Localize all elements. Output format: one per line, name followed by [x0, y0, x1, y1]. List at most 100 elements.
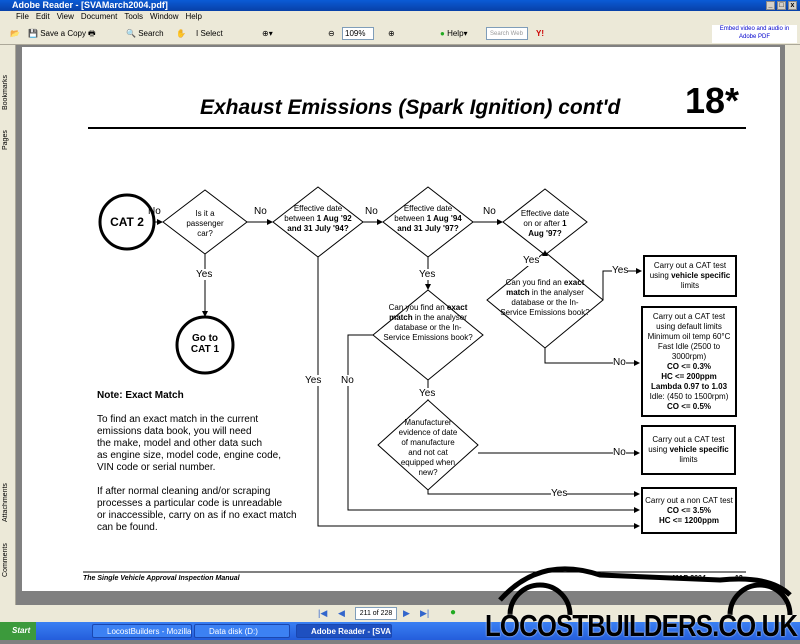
zoom-in-icon[interactable]: ⊕▾	[262, 29, 273, 38]
box-text: Carry out a CAT test using	[649, 261, 727, 280]
note-line: can be found.	[97, 522, 158, 533]
first-page-icon[interactable]: |◀	[318, 608, 328, 618]
box-text: Idle: (450 to 1500rpm)	[649, 391, 729, 401]
section-number: 18*	[685, 80, 740, 121]
box-bold: HC <= 200ppm	[661, 371, 717, 381]
box-text: limits	[680, 281, 700, 290]
no-label: No	[254, 206, 267, 217]
select-tool-button[interactable]: I Select	[196, 29, 223, 38]
start-button[interactable]: Start	[0, 622, 36, 640]
task-data-disk[interactable]: Data disk (D:)	[194, 624, 290, 638]
maximize-button[interactable]: □	[777, 1, 786, 10]
task-adobe-reader[interactable]: Adobe Reader - [SVA...	[296, 624, 392, 638]
exact-match-question-2: Can you find an exact match in the analy…	[383, 303, 473, 343]
toolbar: 📂 💾 Save a Copy 🖶 🔍 Search ✋ I Select ⊕▾…	[0, 23, 800, 45]
zoom-field[interactable]: 109%	[342, 27, 374, 40]
box-bold: CO <= 0.3%	[666, 361, 712, 371]
q-text: Effective date between	[284, 204, 343, 223]
q-text: in the analyser database or the In-Servi…	[500, 288, 590, 317]
minimize-button[interactable]: _	[766, 1, 775, 10]
yes-label: Yes	[612, 265, 629, 276]
yes-label: Yes	[419, 388, 436, 399]
footer-manual-title: The Single Vehicle Approval Inspection M…	[83, 575, 240, 582]
zoom-plus-icon[interactable]: ⊕	[388, 29, 395, 38]
note-line: or inaccessible, carry on as if no exact…	[97, 510, 297, 521]
status-bar: |◀ ◀ 211 of 228 ▶ ▶| ●	[0, 605, 800, 622]
last-page-icon[interactable]: ▶|	[420, 608, 430, 618]
date-97-question: Effective date on or after 1 Aug '97?	[517, 209, 573, 239]
box-bold: vehicle specific	[671, 271, 731, 280]
date-92-94-question: Effective date between 1 Aug '92 and 31 …	[283, 204, 353, 234]
open-icon[interactable]: 📂	[10, 29, 20, 38]
no-label: No	[148, 206, 161, 217]
help-icon: ●	[440, 29, 445, 38]
task-firefox[interactable]: LocostBuilders - Mozilla Fi...	[92, 624, 192, 638]
note-paragraph-2: If after normal cleaning and/or scraping…	[97, 486, 297, 534]
menu-help[interactable]: Help	[185, 12, 202, 21]
note-line: the make, model and other data such	[97, 438, 263, 449]
menu-view[interactable]: View	[56, 12, 74, 21]
no-label: No	[365, 206, 378, 217]
box-bold: Lambda 0.97 to 1.03	[650, 381, 728, 391]
next-page-icon[interactable]: ▶	[403, 608, 410, 618]
box-bold: CO <= 0.5%	[666, 401, 712, 411]
menu-document[interactable]: Document	[80, 12, 118, 21]
q-text: Can you find an	[388, 303, 445, 312]
cat2-label: CAT 2	[110, 215, 144, 229]
go-back-icon[interactable]: ●	[450, 607, 457, 618]
box-text: Carry out a CAT test using default limit…	[647, 311, 731, 361]
q-bold: 1 Aug '97?	[528, 219, 567, 238]
zoom-out-icon[interactable]: ⊖	[328, 29, 335, 38]
prev-page-icon[interactable]: ◀	[338, 608, 345, 618]
menu-tools[interactable]: Tools	[124, 12, 144, 21]
help-button[interactable]: ● Help▾	[440, 29, 468, 38]
note-line: VIN code or serial number.	[97, 462, 216, 473]
specific-limits-box-2: Carry out a CAT test using vehicle speci…	[641, 425, 736, 475]
yes-label: Yes	[551, 488, 568, 499]
search-label: Search	[138, 29, 164, 38]
print-icon[interactable]: 🖶	[88, 29, 96, 38]
save-copy-button[interactable]: 💾 Save a Copy	[28, 29, 86, 38]
date-94-97-question: Effective date between 1 Aug '94 and 31 …	[393, 204, 463, 234]
vertical-scrollbar[interactable]	[785, 45, 800, 605]
promo-banner[interactable]: Embed video and audio in Adobe PDF	[712, 25, 797, 43]
search-web-input[interactable]: Search Web	[486, 27, 528, 40]
diamond-97	[502, 188, 588, 256]
note-line: To find an exact match in the current	[97, 414, 259, 425]
no-label: No	[613, 447, 626, 458]
menu-edit[interactable]: Edit	[35, 12, 50, 21]
select-label: Select	[200, 29, 223, 38]
no-label: No	[341, 375, 354, 386]
navigation-panel: Bookmarks Pages Attachments Comments	[0, 45, 16, 605]
diamond-match-2	[372, 289, 484, 381]
help-label: Help	[447, 29, 464, 38]
menu-file[interactable]: File	[16, 12, 29, 21]
exact-match-question-1: Can you find an exact match in the analy…	[500, 278, 590, 318]
q-text: in the analyser database or the In-Servi…	[383, 313, 473, 342]
hand-tool-icon[interactable]: ✋	[176, 29, 186, 38]
menu-window[interactable]: Window	[150, 12, 179, 21]
manufacturer-question: Manufacturer evidence of date of manufac…	[398, 418, 458, 477]
page-title: Exhaust Emissions (Spark Ignition) cont'…	[200, 96, 621, 119]
watermark-logo: LOCOSTBUILDERS.CO.UK	[485, 608, 798, 643]
yahoo-icon[interactable]: Y!	[536, 29, 544, 38]
note-line: If after normal cleaning and/or scraping	[97, 486, 271, 497]
search-button[interactable]: 🔍 Search	[126, 29, 164, 38]
page-number-field[interactable]: 211 of 228	[355, 607, 397, 620]
q-text: Can you find an	[505, 278, 562, 287]
window-title: Adobe Reader - [SVAMarch2004.pdf]	[12, 0, 168, 10]
title-bar: Adobe Reader - [SVAMarch2004.pdf] _ □ x	[0, 0, 800, 11]
yes-label: Yes	[196, 269, 213, 280]
pdf-page	[22, 47, 780, 591]
note-title: Note: Exact Match	[97, 390, 184, 401]
q-text: Effective date between	[394, 204, 453, 223]
no-label: No	[613, 357, 626, 368]
box-bold: CO <= 3.5%	[666, 505, 712, 515]
q-text: Effective date on or after	[520, 209, 570, 228]
box-bold: HC <= 1200ppm	[658, 515, 720, 525]
save-copy-label: Save a Copy	[40, 29, 86, 38]
close-button[interactable]: x	[788, 1, 797, 10]
q-bold: exact match	[506, 278, 585, 297]
box-text: limits	[679, 455, 698, 464]
